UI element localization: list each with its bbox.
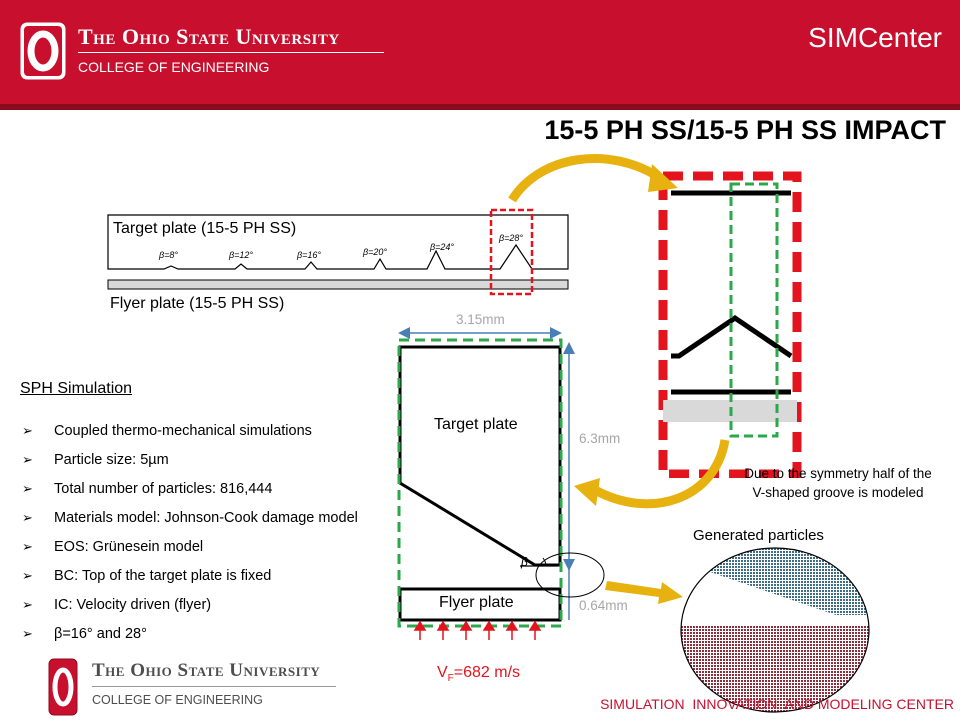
footer-college: COLLEGE OF ENGINEERING [92, 693, 263, 707]
flyer-plate-shape [107, 279, 569, 290]
header-center-name: SIMCenter [808, 22, 942, 53]
groove-label-3: β=16° [297, 250, 322, 260]
list-item: ➢Materials model: Johnson-Cook damage mo… [22, 510, 358, 526]
bullet-arrow-icon: ➢ [22, 452, 33, 467]
bullet-arrow-icon: ➢ [22, 510, 33, 525]
osu-logo-icon [20, 22, 66, 80]
groove-label-6: β=28° [499, 233, 524, 243]
footer-osu-logo-icon [48, 658, 78, 716]
target-plate-shape [107, 214, 569, 270]
geometry-schematic [397, 327, 605, 640]
list-item: ➢EOS: Grünesein model [22, 539, 204, 555]
groove-label-2: β=12° [229, 250, 254, 260]
bullet-arrow-icon: ➢ [22, 626, 33, 641]
footer-university-name: The Ohio State University [92, 660, 321, 681]
header-divider [78, 52, 384, 53]
header-college: COLLEGE OF ENGINEERING [78, 59, 270, 75]
header-university-name: The Ohio State University [78, 24, 340, 49]
footer-center-name: SIMULATION INNOVATION AND MODELING CENTE… [600, 696, 954, 712]
page-title: 15-5 PH SS/15-5 PH SS IMPACT [544, 115, 946, 145]
schematic-flyer-label: Flyer plate [439, 594, 514, 611]
list-item: ➢β=16° and 28° [22, 626, 147, 642]
symmetry-note-line2: V-shaped groove is modeled [752, 485, 924, 500]
velocity-arrows-icon [413, 620, 542, 640]
bullet-arrow-icon: ➢ [22, 539, 33, 554]
schematic-target-label: Target plate [434, 416, 518, 433]
width-dimension-label: 3.15mm [456, 312, 505, 327]
zoomed-groove-diagram [658, 171, 802, 478]
flyer-plate-label: Flyer plate (15-5 PH SS) [110, 295, 285, 312]
header-shadow [0, 104, 960, 110]
height-dimension-label: 6.3mm [579, 431, 621, 446]
bullet-arrow-icon: ➢ [22, 423, 33, 438]
simulation-domain-box [397, 338, 563, 628]
list-item: ➢Particle size: 5µm [22, 452, 169, 468]
particles-view [680, 547, 870, 713]
groove-diagram [107, 208, 569, 296]
groove-label-1: β=8° [159, 250, 179, 260]
velocity-label: VF=682 m/s [437, 664, 521, 685]
zoom-ellipse [535, 552, 605, 598]
sph-heading: SPH Simulation [20, 380, 133, 397]
flyer-dimension-label: 0.64mm [579, 598, 628, 613]
zoom-symmetry-box [729, 182, 779, 438]
list-item: ➢Total number of particles: 816,444 [22, 481, 273, 497]
selection-box [489, 208, 534, 296]
beta-angle-label: β [521, 555, 528, 569]
target-particles [681, 548, 869, 615]
target-plate-label: Target plate (15-5 PH SS) [113, 220, 297, 237]
sph-list: ➢Coupled thermo-mechanical simulations ➢… [22, 423, 358, 655]
arrow-bottom-icon [592, 439, 730, 509]
particles-arrow-icon [605, 581, 683, 604]
bullet-arrow-icon: ➢ [22, 597, 33, 612]
footer-divider [92, 686, 336, 687]
bullet-arrow-icon: ➢ [22, 481, 33, 496]
bullet-arrow-icon: ➢ [22, 568, 33, 583]
particles-circle [680, 547, 870, 713]
particles-label: Generated particles [693, 527, 824, 544]
target-plate-outline [398, 345, 562, 567]
arrow-top-icon [508, 154, 663, 203]
list-item: ➢Coupled thermo-mechanical simulations [22, 423, 312, 439]
curved-arrows [508, 154, 730, 509]
list-item: ➢BC: Top of the target plate is fixed [22, 568, 272, 584]
list-item: ➢IC: Velocity driven (flyer) [22, 597, 212, 613]
symmetry-note-line1: Due to the symmetry half of the [744, 466, 932, 481]
groove-label-5: β=24° [430, 242, 455, 252]
zoom-frame [658, 171, 802, 478]
groove-label-4: β=20° [363, 247, 388, 257]
header-banner [0, 0, 960, 110]
